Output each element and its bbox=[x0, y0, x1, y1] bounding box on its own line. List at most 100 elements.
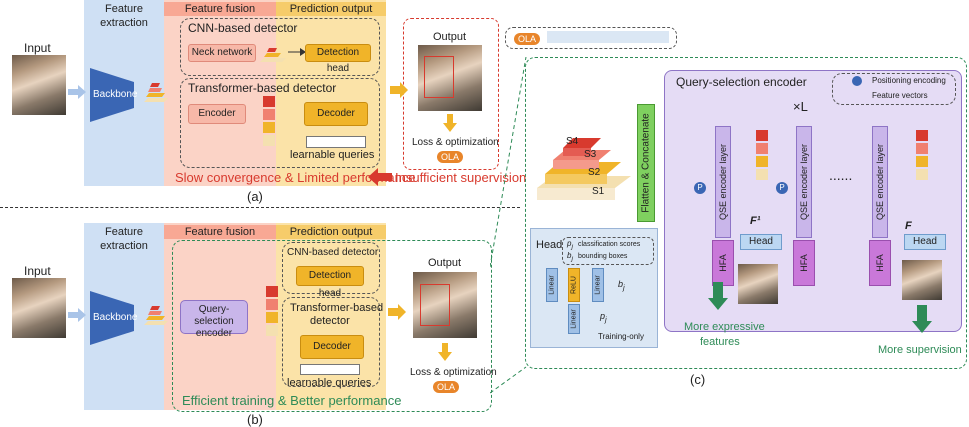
more-expressive-label-2: features bbox=[700, 336, 740, 348]
encoder-feature-stack-a bbox=[263, 96, 275, 148]
loss-label-b: Loss & optimization bbox=[410, 367, 497, 378]
f-final-stack bbox=[916, 130, 928, 182]
prediction-output-band-b bbox=[276, 223, 386, 410]
decoder-box-b: Decoder bbox=[300, 335, 364, 359]
output-bbox-a bbox=[424, 56, 454, 98]
efficient-dashed-box bbox=[172, 240, 492, 412]
qse-encoder-label-b: Query-selection encoder bbox=[194, 304, 234, 339]
head-output-image-2 bbox=[902, 260, 942, 300]
transformer-detector-label-a: Transformer-based detector bbox=[188, 81, 337, 95]
arrow-pred-output-b bbox=[388, 304, 406, 320]
qse-layer-2: QSE encoder layer bbox=[796, 126, 812, 238]
f1-label: F¹ bbox=[750, 215, 761, 227]
ola-legend-bar bbox=[547, 31, 669, 43]
head-detail-title: Head bbox=[536, 239, 563, 251]
s3-label: S3 bbox=[584, 149, 597, 160]
more-expressive-label-1: More expressive bbox=[684, 321, 765, 333]
transformer-detector-box-b bbox=[282, 297, 380, 387]
backbone-trapezoid-b bbox=[90, 291, 134, 345]
flatten-concat-label: Flatten & Concatenate bbox=[640, 113, 652, 213]
arrow-pred-output-a bbox=[390, 82, 408, 98]
head-output-image-1 bbox=[738, 264, 778, 304]
classification-scores-label: classification scores bbox=[578, 241, 641, 248]
output-image-b bbox=[413, 272, 477, 338]
mini-pyramid-icon-a bbox=[260, 48, 286, 62]
insufficient-supervision-label: Insufficient supervision bbox=[395, 170, 527, 185]
f-final-label: F bbox=[905, 220, 912, 232]
green-arrow-expressive bbox=[708, 282, 728, 310]
arrow-input-backbone-b bbox=[68, 308, 86, 322]
qse-container-label: Query-selection encoder bbox=[676, 75, 807, 89]
header-feature-fusion-a: Feature fusion bbox=[164, 2, 276, 16]
linear-block-3: Linear bbox=[568, 304, 580, 334]
backbone-trapezoid-a bbox=[90, 68, 134, 122]
header-prediction-output-a: Prediction output bbox=[276, 2, 386, 16]
linear-block-1: Linear bbox=[546, 268, 558, 302]
more-supervision-label: More supervision bbox=[878, 344, 962, 356]
head-block-1: Head bbox=[740, 234, 782, 250]
arrow-output-loss-b bbox=[438, 343, 452, 361]
qse-layer-3: QSE encoder layer bbox=[872, 126, 888, 238]
arrow-input-backbone-a bbox=[68, 85, 86, 99]
arrow-output-loss-a bbox=[443, 114, 457, 132]
hfa-block-1: HFA bbox=[712, 240, 734, 286]
bounding-boxes-label: bounding boxes bbox=[578, 253, 628, 260]
head-legend-box bbox=[562, 237, 654, 265]
header-feature-extraction-a: Feature extraction bbox=[100, 3, 148, 29]
s1-label: S1 bbox=[592, 186, 605, 197]
ola-badge-a: OLA bbox=[437, 151, 463, 163]
neck-network-box-a: Neck network bbox=[188, 44, 256, 62]
feature-pyramid-s1-s4 bbox=[537, 138, 631, 200]
learnable-queries-label-a: learnable queries bbox=[290, 149, 375, 161]
relu-block: ReLU bbox=[568, 268, 580, 302]
cnn-detector-label-b: CNN-based detector bbox=[287, 247, 379, 258]
learnable-queries-label-b: learnable queries bbox=[287, 377, 372, 389]
arrow-neck-head-a bbox=[288, 48, 306, 56]
output-label-b: Output bbox=[428, 257, 462, 269]
bj-legend: bj bbox=[567, 251, 573, 263]
transformer-detector-label-b2: detector bbox=[310, 315, 350, 327]
transformer-detector-box-a bbox=[180, 78, 380, 168]
times-l-label: ×L bbox=[793, 99, 808, 114]
ola-badge-b: OLA bbox=[433, 381, 459, 393]
p-circle-1: P bbox=[694, 182, 706, 194]
panel-c-label: (c) bbox=[690, 372, 706, 387]
linear-block-2: Linear bbox=[592, 268, 604, 302]
cnn-detector-label-a: CNN-based detector bbox=[188, 21, 298, 35]
training-only-label: Training-only bbox=[598, 332, 644, 341]
positioning-encoding-icon bbox=[852, 76, 862, 86]
detection-head-box-a: Detection head bbox=[305, 44, 371, 74]
pyramid-icon-b bbox=[144, 306, 168, 325]
slow-convergence-label: Slow convergence & Limited performance bbox=[175, 170, 416, 185]
feature-vectors-label: Feature vectors bbox=[872, 91, 928, 100]
learnable-queries-strip-b bbox=[300, 364, 360, 375]
s4-label: S4 bbox=[566, 136, 579, 147]
detection-head-box-b: Detection head bbox=[296, 266, 364, 299]
panel-b-label: (b) bbox=[247, 412, 263, 427]
hfa-block-3: HFA bbox=[869, 240, 891, 286]
p-circle-2: P bbox=[776, 182, 788, 194]
qse-encoder-box-b: Query-selection encoder bbox=[180, 300, 248, 339]
pj-legend: pj bbox=[567, 239, 573, 251]
cnn-detector-box-b bbox=[282, 242, 380, 294]
bj-output: bj bbox=[618, 279, 625, 292]
transformer-detector-label-b1: Transformer-based bbox=[290, 302, 384, 314]
input-image-a bbox=[12, 55, 66, 115]
flatten-concat-bar: Flatten & Concatenate bbox=[637, 104, 655, 222]
head-block-2: Head bbox=[904, 234, 946, 250]
backbone-label-b: Backbone bbox=[93, 312, 138, 323]
hfa-block-2: HFA bbox=[793, 240, 815, 286]
encoder-box-a: Encoder bbox=[188, 104, 246, 124]
prediction-output-band-a bbox=[276, 0, 386, 186]
loss-label-a: Loss & optimization bbox=[412, 137, 499, 148]
panel-c-dashed-box bbox=[525, 57, 967, 369]
dots-label: ...... bbox=[829, 167, 853, 183]
panel-a-label: (a) bbox=[247, 189, 263, 204]
header-feature-extraction-b: Feature extraction bbox=[100, 226, 148, 252]
ola-legend-box bbox=[505, 27, 677, 49]
panel-divider bbox=[0, 207, 520, 208]
qse-layer-1: QSE encoder layer bbox=[715, 126, 731, 238]
learnable-queries-strip-a bbox=[306, 136, 366, 148]
header-feature-fusion-b: Feature fusion bbox=[164, 225, 276, 239]
output-bbox-b bbox=[420, 284, 450, 326]
